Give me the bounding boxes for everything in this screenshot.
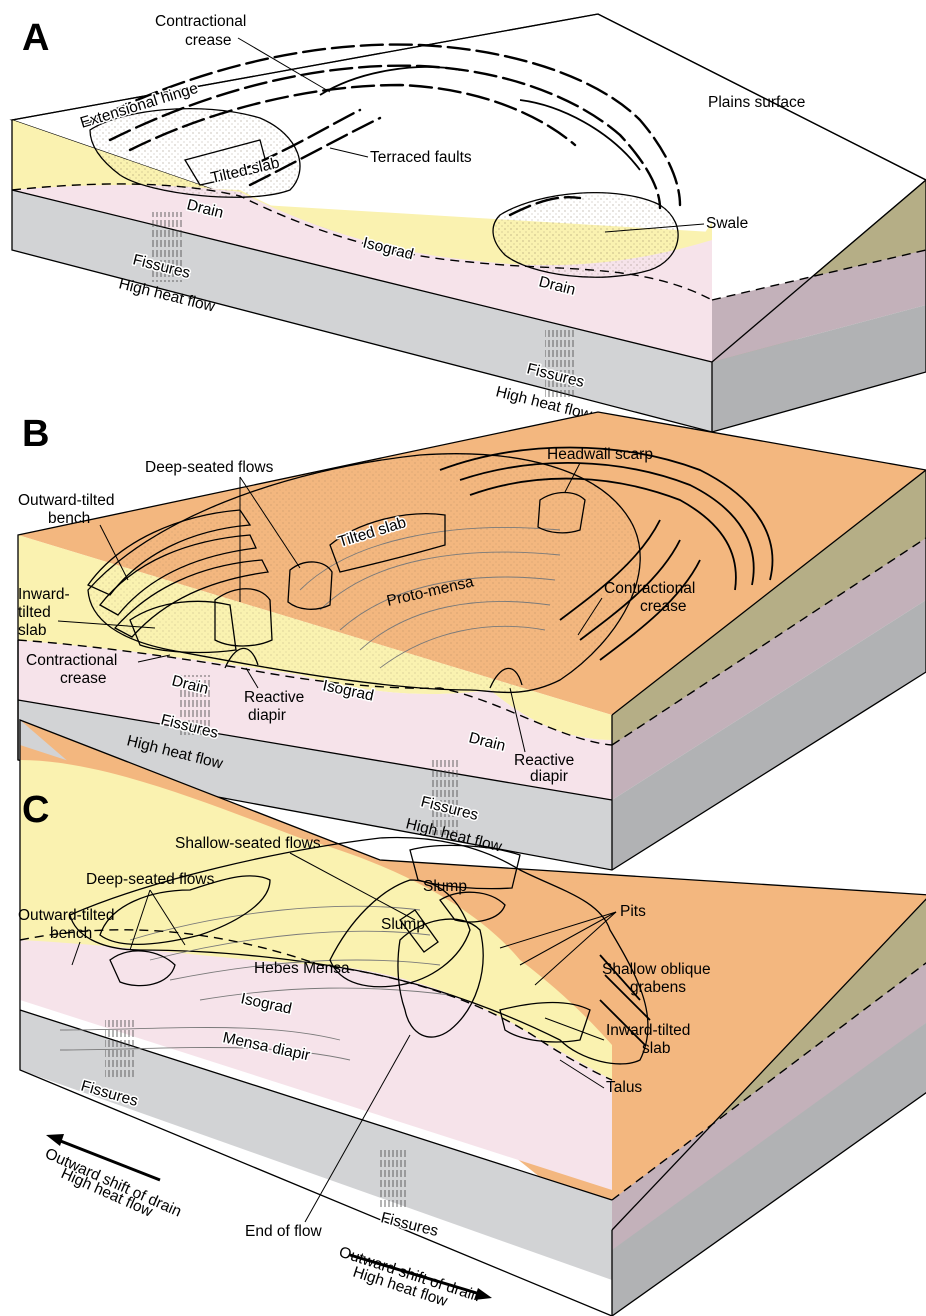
label-headwall-scarp-b: Headwall scarp [547,446,653,463]
panel-letter-b: B [22,413,49,455]
label-contractional-crease-b-left-1: Contractional [26,652,117,669]
label-contractional-crease-b-right-1: Contractional [604,580,695,597]
panel-letter-a: A [22,17,49,59]
label-pits-c: Pits [620,903,646,920]
label-outward-tilted-bench-c-2: bench [50,925,92,942]
contractional-crease-a [320,67,460,95]
label-inward-tilted-slab-c-1: Inward-tilted [606,1022,690,1039]
label-contractional-crease-a-2: crease [185,32,232,49]
label-swale-a: Swale [706,215,748,232]
label-shallow-seated-flows-c: Shallow-seated flows [175,835,321,852]
label-deep-seated-flows-c: Deep-seated flows [86,871,215,888]
label-contractional-crease-a: Contractional [155,13,246,30]
label-talus-c: Talus [606,1079,642,1096]
label-terraced-faults-a: Terraced faults [370,149,472,166]
label-plains-surface-a: Plains surface [708,94,805,111]
label-hebes-mensa-c: Hebes Mensa [254,960,350,977]
label-shallow-oblique-grabens-c-1: Shallow oblique [602,961,711,978]
panel-letter-c: C [22,789,49,831]
label-outward-tilted-bench-b-1: Outward-tilted [18,492,114,509]
label-deep-seated-flows-b: Deep-seated flows [145,459,274,476]
label-outward-tilted-bench-b-2: bench [48,510,90,527]
label-reactive-diapir-b-right-2: diapir [530,768,568,785]
label-reactive-diapir-b-left-2: diapir [248,707,286,724]
label-slump-c-mid: Slump [381,916,425,933]
label-contractional-crease-b-right-2: crease [640,598,687,615]
label-end-of-flow-c: End of flow [245,1223,322,1240]
label-slump-c-top: Slump [423,878,467,895]
label-inward-tilted-slab-b-2: tilted [18,604,51,621]
label-inward-tilted-slab-b-3: slab [18,622,46,639]
fissures-c-left [105,1020,135,1080]
label-contractional-crease-b-left-2: crease [60,670,107,687]
label-inward-tilted-slab-c-2: slab [642,1040,670,1057]
label-inward-tilted-slab-b-1: Inward- [18,586,70,603]
label-reactive-diapir-b-right-1: Reactive [514,752,574,769]
label-outward-tilted-bench-c-1: Outward-tilted [18,907,114,924]
label-reactive-diapir-b-left-1: Reactive [244,689,304,706]
label-shallow-oblique-grabens-c-2: grabens [630,979,686,996]
panel-a: A Contractional crease Plains surface Ex… [12,13,926,432]
fissures-c-right [378,1150,408,1210]
